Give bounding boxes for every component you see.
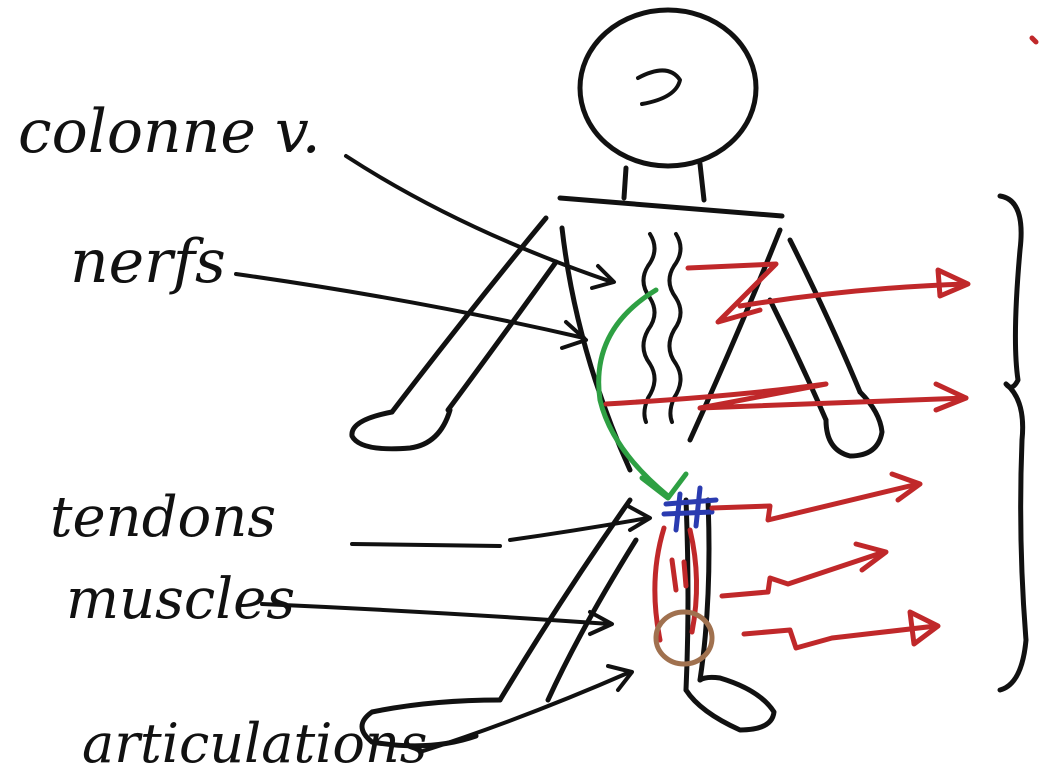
- label-tendons: tendons: [50, 485, 276, 550]
- arrow-to-nerves: [236, 274, 584, 338]
- arrow-2: [606, 384, 966, 408]
- figure-left-arm: [352, 218, 556, 449]
- arrow-3: [712, 484, 918, 520]
- nerve-path-arrow: [599, 290, 686, 498]
- figure-neck: [624, 164, 704, 200]
- figure-shoulders: [560, 198, 782, 216]
- figure-head: [580, 10, 756, 166]
- label-muscles: muscles: [66, 567, 295, 632]
- spine-icon: [643, 234, 680, 422]
- pointer-arrows: [236, 156, 650, 752]
- arrow-to-spine: [346, 156, 612, 282]
- arrow-to-tendons: [510, 518, 648, 540]
- tendons-underline: [352, 544, 500, 546]
- arrow-to-joints: [420, 672, 630, 752]
- arrow-1: [740, 284, 966, 306]
- curly-brace-icon: [1000, 196, 1026, 690]
- label-nerves: nerfs: [70, 227, 226, 297]
- stray-mark: [1032, 38, 1036, 42]
- label-spine: colonne v.: [18, 97, 321, 167]
- arrow-5: [744, 626, 936, 648]
- figure-right-arm: [770, 240, 882, 456]
- arrow-4: [722, 552, 884, 596]
